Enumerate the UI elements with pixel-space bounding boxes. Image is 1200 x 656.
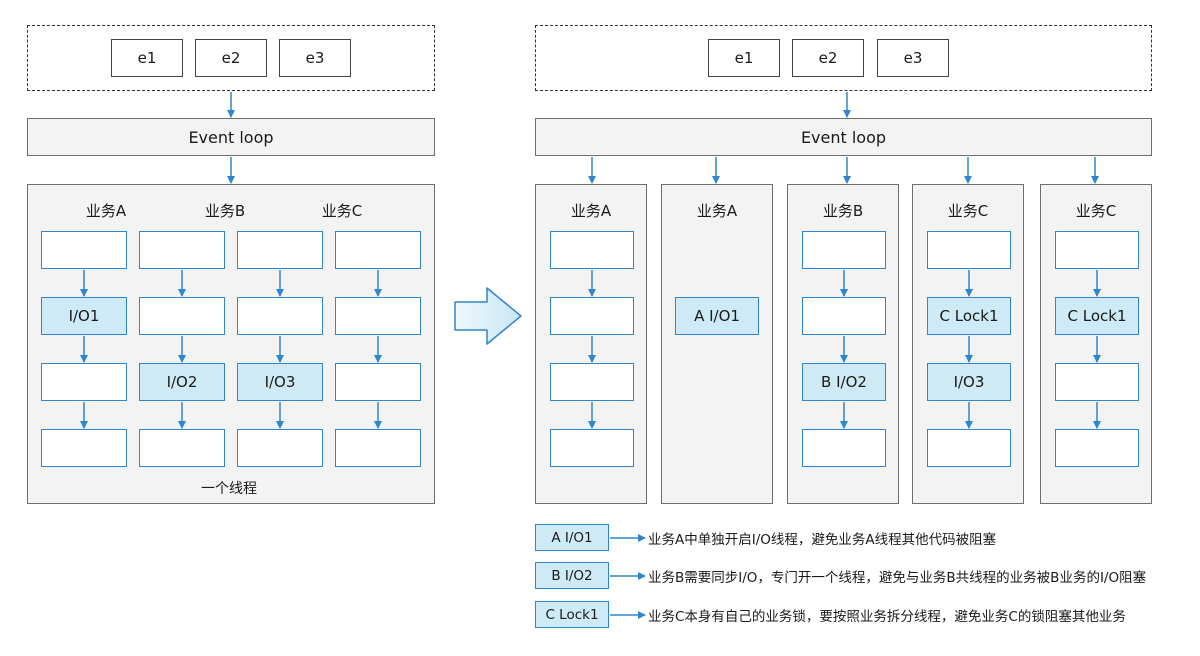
thread-panel-2 — [661, 184, 773, 504]
right-header-5: 业务C — [1075, 202, 1117, 220]
left-cell-3-2 — [237, 297, 323, 335]
left-cell-4-1 — [335, 231, 421, 269]
event-e2-right: e2 — [792, 39, 864, 77]
left-cell-1-3 — [41, 363, 127, 401]
left-cell-1-1 — [41, 231, 127, 269]
right-cell-4-3: I/O3 — [927, 363, 1011, 401]
left-cell-4-4 — [335, 429, 421, 467]
event-e1-left: e1 — [111, 39, 183, 77]
right-cell-2-1: A I/O1 — [675, 297, 759, 335]
right-cell-5-2: C Lock1 — [1055, 297, 1139, 335]
right-header-2: 业务A — [696, 202, 738, 220]
right-cell-3-2 — [802, 297, 886, 335]
left-cell-2-2 — [139, 297, 225, 335]
legend-text-b-io2: 业务B需要同步I/O，专门开一个线程，避免与业务B共线程的业务被B业务的I/O阻… — [648, 569, 1147, 586]
right-cell-4-1 — [927, 231, 1011, 269]
left-cell-1-4 — [41, 429, 127, 467]
left-header-c: 业务C — [321, 202, 363, 220]
left-cell-2-4 — [139, 429, 225, 467]
event-e1-right: e1 — [708, 39, 780, 77]
right-cell-4-4 — [927, 429, 1011, 467]
left-cell-1-2: I/O1 — [41, 297, 127, 335]
right-cell-1-2 — [550, 297, 634, 335]
right-header-1: 业务A — [570, 202, 612, 220]
event-loop-left: Event loop — [27, 118, 435, 156]
right-cell-3-4 — [802, 429, 886, 467]
left-cell-3-4 — [237, 429, 323, 467]
right-cell-1-1 — [550, 231, 634, 269]
event-e2-left: e2 — [195, 39, 267, 77]
legend-tag-a-io1: A I/O1 — [535, 524, 609, 551]
right-cell-5-3 — [1055, 363, 1139, 401]
legend-text-a-io1: 业务A中单独开启I/O线程，避免业务A线程其他代码被阻塞 — [648, 531, 997, 548]
legend-text-c-lock1: 业务C本身有自己的业务锁，要按照业务拆分线程，避免业务C的锁阻塞其他业务 — [648, 608, 1126, 625]
event-loop-right: Event loop — [535, 118, 1152, 156]
legend-tag-b-io2: B I/O2 — [535, 562, 609, 589]
left-cell-3-3: I/O3 — [237, 363, 323, 401]
left-header-a: 业务A — [85, 202, 127, 220]
right-cell-5-1 — [1055, 231, 1139, 269]
left-cell-2-1 — [139, 231, 225, 269]
event-e3-right: e3 — [877, 39, 949, 77]
right-cell-3-1 — [802, 231, 886, 269]
right-header-3: 业务B — [822, 202, 864, 220]
transition-arrow-icon — [454, 287, 522, 345]
left-cell-4-3 — [335, 363, 421, 401]
left-cell-4-2 — [335, 297, 421, 335]
left-cell-3-1 — [237, 231, 323, 269]
right-cell-3-3: B I/O2 — [802, 363, 886, 401]
left-cell-2-3: I/O2 — [139, 363, 225, 401]
right-header-4: 业务C — [947, 202, 989, 220]
single-thread-caption: 一个线程 — [201, 481, 257, 497]
right-cell-1-4 — [550, 429, 634, 467]
right-cell-4-2: C Lock1 — [927, 297, 1011, 335]
right-cell-1-3 — [550, 363, 634, 401]
legend-tag-c-lock1: C Lock1 — [535, 601, 609, 628]
left-header-b: 业务B — [204, 202, 246, 220]
right-cell-5-4 — [1055, 429, 1139, 467]
event-e3-left: e3 — [279, 39, 351, 77]
